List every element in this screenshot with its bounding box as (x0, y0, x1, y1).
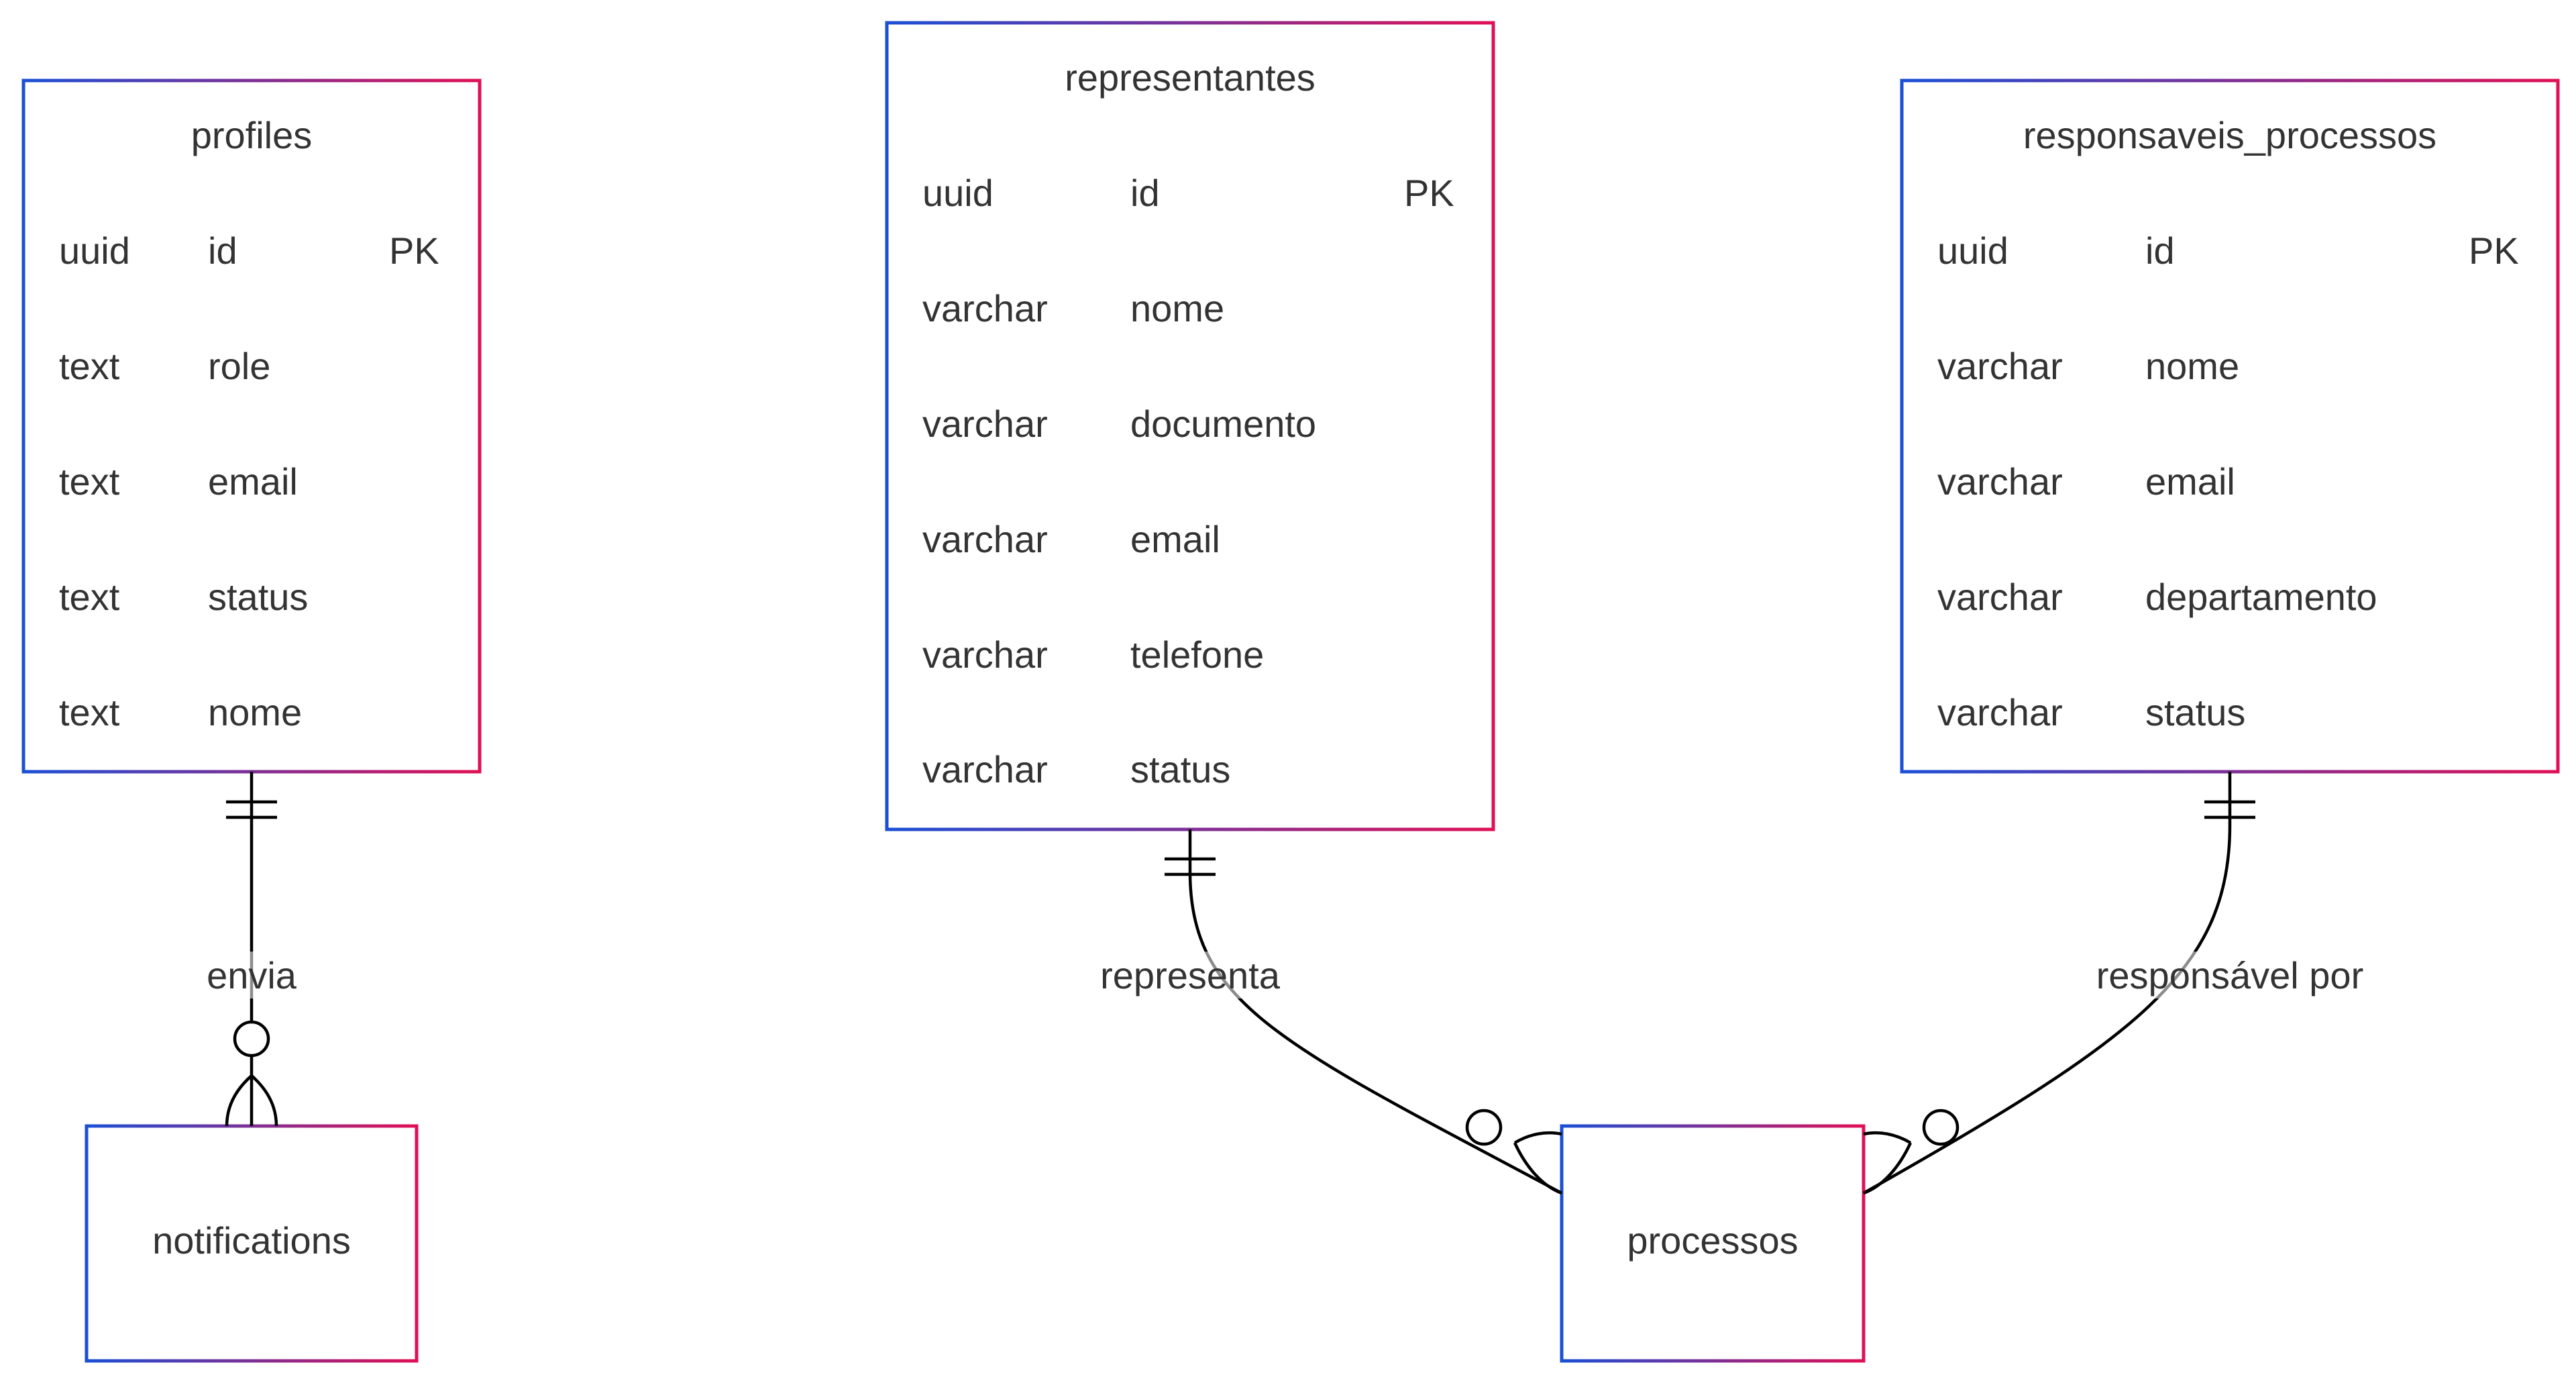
relationship-representa: representa (1090, 829, 1563, 1195)
attribute-key: PK (2469, 229, 2519, 272)
entity-title: responsaveis_processos (2023, 114, 2436, 156)
attribute-row: varchar telefone (922, 633, 1264, 676)
attribute-name: nome (2145, 345, 2239, 387)
attribute-key: PK (1404, 172, 1454, 214)
attribute-type: varchar (1937, 460, 2063, 503)
zero-or-many-marker (225, 1020, 278, 1127)
entity-representantes[interactable]: representantes uuid id PK varchar nome v… (885, 21, 1495, 831)
attribute-name: email (208, 460, 298, 503)
attribute-type: varchar (922, 633, 1048, 676)
attribute-name: status (1130, 748, 1230, 790)
attribute-type: uuid (1937, 229, 2008, 272)
attribute-name: nome (1130, 287, 1224, 329)
zero-or-many-marker (1465, 1109, 1562, 1195)
attribute-name: nome (208, 691, 302, 733)
attribute-type: varchar (922, 287, 1048, 329)
attribute-row: varchar status (922, 748, 1230, 790)
attribute-type: varchar (922, 748, 1048, 790)
attribute-row: varchar status (1937, 691, 2245, 733)
attribute-type: uuid (922, 172, 994, 214)
attribute-name: id (2145, 229, 2175, 272)
attribute-row: varchar documento (922, 403, 1316, 445)
attribute-name: email (2145, 460, 2235, 503)
attribute-type: varchar (922, 518, 1048, 560)
attribute-type: text (59, 576, 120, 618)
relationship-responsavel-por: responsável por (1862, 772, 2378, 1195)
entity-notifications[interactable]: notifications (85, 1124, 419, 1363)
attribute-row: varchar email (922, 518, 1220, 560)
attribute-row: varchar email (1937, 460, 2235, 503)
attribute-type: varchar (1937, 345, 2063, 387)
attribute-row: uuid id PK (1937, 229, 2519, 272)
entity-processos[interactable]: processos (1560, 1124, 1866, 1363)
attribute-type: varchar (922, 403, 1048, 445)
attribute-type: uuid (59, 229, 130, 272)
relationship-label: representa (1100, 954, 1281, 997)
attribute-type: varchar (1937, 691, 2063, 733)
one-and-only-one-marker (1165, 857, 1216, 876)
attribute-name: documento (1130, 403, 1316, 445)
relationship-label: envia (207, 954, 297, 997)
attribute-type: varchar (1937, 576, 2063, 618)
one-and-only-one-marker (226, 800, 277, 819)
attribute-type: text (59, 460, 120, 503)
attribute-name: id (1130, 172, 1160, 214)
entity-responsaveis-processos[interactable]: responsaveis_processos uuid id PK varcha… (1900, 79, 2560, 774)
relationship-line (1188, 829, 1563, 1194)
entity-title: processos (1627, 1219, 1798, 1262)
attribute-row: text role (59, 345, 270, 387)
entity-title: notifications (152, 1219, 351, 1262)
attribute-type: text (59, 691, 120, 733)
one-and-only-one-marker (2204, 800, 2255, 819)
entity-title: profiles (191, 114, 313, 156)
attribute-key: PK (389, 229, 439, 272)
attribute-name: email (1130, 518, 1220, 560)
attribute-name: status (2145, 691, 2245, 733)
attribute-name: status (208, 576, 308, 618)
attribute-type: text (59, 345, 120, 387)
attribute-row: varchar nome (922, 287, 1224, 329)
relationship-envia: envia (195, 772, 309, 1127)
attribute-row: varchar nome (1937, 345, 2239, 387)
attribute-row: varchar departamento (1937, 576, 2377, 618)
relationship-label: responsável por (2096, 954, 2363, 997)
attribute-name: telefone (1130, 633, 1264, 676)
attribute-name: role (208, 345, 270, 387)
attribute-row: text nome (59, 691, 302, 733)
entity-title: representantes (1065, 56, 1316, 99)
attribute-row: uuid id PK (59, 229, 439, 272)
attribute-row: text status (59, 576, 308, 618)
attribute-row: uuid id PK (922, 172, 1454, 214)
zero-or-many-marker (1863, 1109, 1960, 1195)
relationship-line (1862, 772, 2232, 1194)
attribute-name: id (208, 229, 237, 272)
entity-profiles[interactable]: profiles uuid id PK text role text email… (21, 79, 482, 774)
attribute-row: text email (59, 460, 298, 503)
attribute-name: departamento (2145, 576, 2377, 618)
